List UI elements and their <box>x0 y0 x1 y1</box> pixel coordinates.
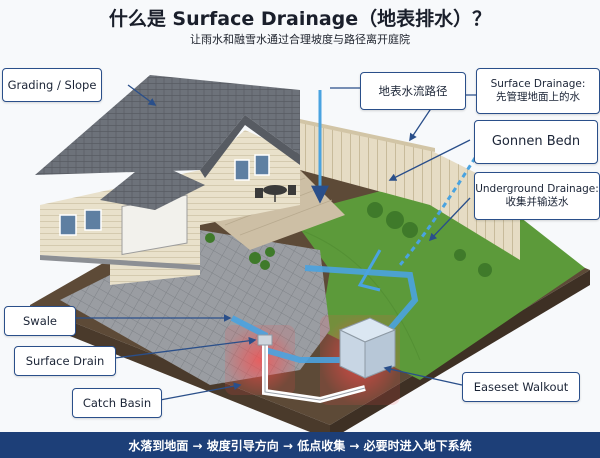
callout-surface-drainage-title: Surface Drainage: <box>490 77 586 90</box>
callout-walkout: Easeset Walkout <box>462 372 580 402</box>
callout-surface-drain-label: Surface Drain <box>25 353 105 368</box>
callout-grading-label: Grading / Slope <box>7 77 97 92</box>
callout-underground-title: Underground Drainage: <box>475 182 599 195</box>
page-subtitle: 让雨水和融雪水通过合理坡度与路径离开庭院 <box>190 33 410 46</box>
callout-leaders <box>75 84 480 401</box>
house <box>35 75 300 285</box>
footer-process-banner: 水落到地面 → 坡度引导方向 → 低点收集 → 必要时进入地下系统 <box>0 432 600 458</box>
surface-flow-arrows <box>311 90 482 292</box>
callout-surface-drainage: Surface Drainage: 先管理地面上的水 <box>476 68 600 114</box>
callout-swale: Swale <box>4 306 76 336</box>
shrubs <box>205 202 492 277</box>
callout-grading-slope: Grading / Slope <box>2 68 102 102</box>
callout-catch-basin-label: Catch Basin <box>82 395 152 410</box>
callout-gonnen-bedn: Gonnen Bedn <box>474 120 598 164</box>
callout-swale-label: Swale <box>22 313 58 328</box>
callout-underground-desc: 收集并输送水 <box>505 196 569 208</box>
callout-flow-path-label: 地表水流路径 <box>378 83 448 98</box>
page-title: 什么是 Surface Drainage（地表排水）？ <box>108 8 492 30</box>
patio-table <box>255 185 296 202</box>
callout-surface-drainage-desc: 先管理地面上的水 <box>496 91 580 103</box>
callout-flow-path: 地表水流路径 <box>360 72 466 110</box>
footer-text: 水落到地面 → 坡度引导方向 → 低点收集 → 必要时进入地下系统 <box>128 438 472 453</box>
callout-walkout-label: Easeset Walkout <box>473 379 569 394</box>
callout-gonnen-label: Gonnen Bedn <box>491 133 581 149</box>
surface-drain-inlet <box>257 334 273 346</box>
callout-catch-basin: Catch Basin <box>72 388 162 418</box>
callout-surface-drain: Surface Drain <box>14 346 116 376</box>
callout-underground-drainage: Underground Drainage: 收集并输送水 <box>474 172 600 220</box>
